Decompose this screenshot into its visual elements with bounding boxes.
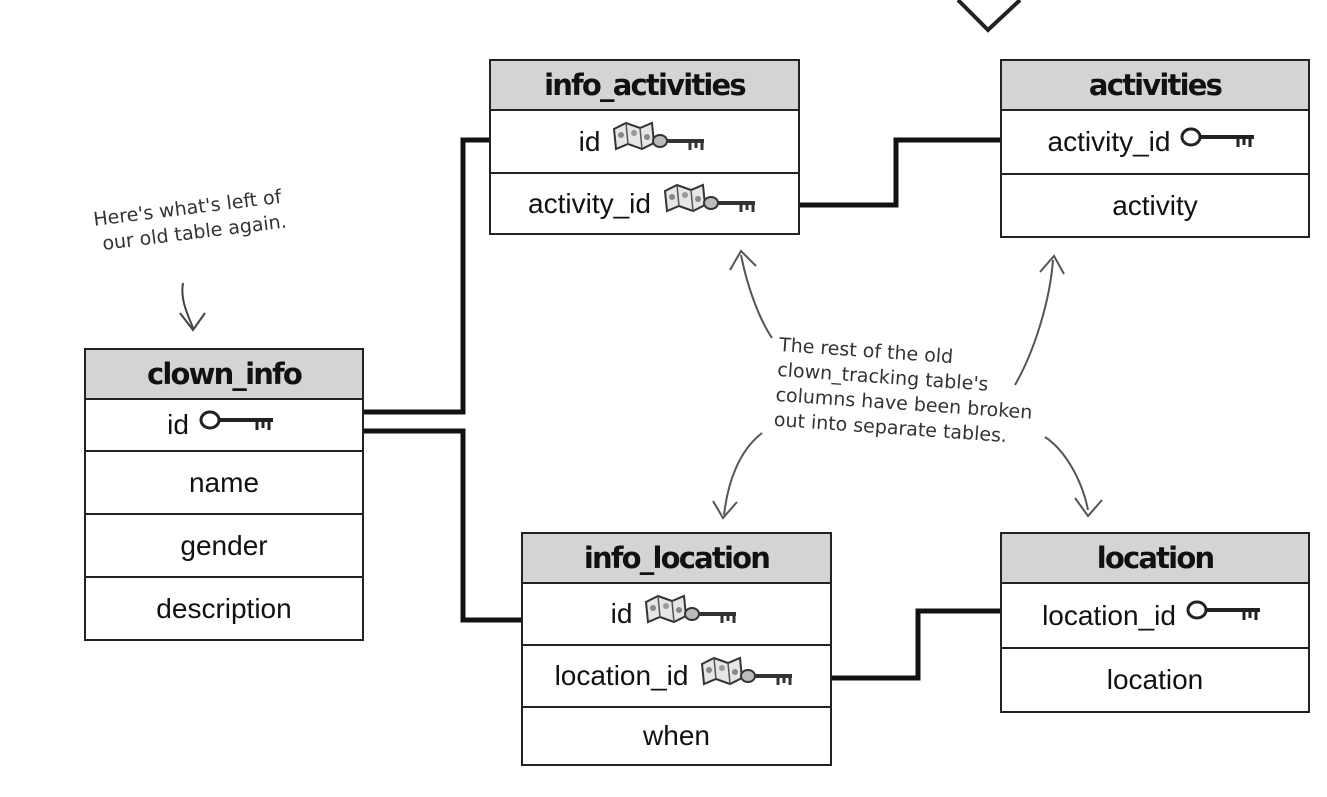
column-name: id: [610, 598, 633, 629]
map-key-icon: [610, 121, 710, 162]
column-name: name: [188, 466, 260, 498]
note-arrow-head-info-location: [712, 500, 738, 520]
map-key-icon: [698, 656, 798, 697]
column-name: when: [643, 720, 710, 751]
column-name: activity: [1112, 189, 1198, 221]
table-row-description: description: [86, 578, 362, 639]
table-activities: activities activity_id activity: [1000, 59, 1310, 238]
note-broken-out: The rest of the old clown_tracking table…: [773, 333, 1037, 451]
key-icon: [1186, 599, 1268, 632]
map-key-icon: [642, 594, 742, 635]
note-arrow-down-left: [181, 282, 194, 329]
table-row-id: id: [491, 111, 798, 174]
key-icon: [1180, 126, 1262, 159]
table-row-location: location: [1002, 649, 1308, 711]
table-row-id: id: [523, 584, 830, 646]
table-row-name: name: [86, 452, 362, 515]
line-location-to-info-location: [823, 608, 1018, 681]
table-info-location: info_location id location_id when: [521, 532, 832, 766]
column-name: activity_id: [528, 187, 651, 219]
column-name: location: [1106, 664, 1204, 695]
table-title: location: [1002, 534, 1308, 584]
table-row-gender: gender: [86, 515, 362, 578]
table-clown-info: clown_info id name gender description: [84, 348, 364, 641]
table-row-activity-id: activity_id: [491, 174, 798, 233]
key-icon: [199, 409, 281, 442]
table-title: activities: [1002, 61, 1308, 111]
table-row-location-id: location_id: [1002, 584, 1308, 649]
note-arrow-head-info-activities: [729, 249, 757, 271]
table-title: info_location: [523, 534, 830, 584]
column-name: description: [156, 592, 292, 624]
table-row-location-id: location_id: [523, 646, 830, 708]
note-arrow-down-info-location: [723, 432, 763, 516]
column-name: location_id: [1042, 599, 1176, 631]
note-arrow-up-info-activities: [740, 254, 773, 339]
line-activities-to-info-activities: [790, 137, 1022, 208]
map-key-icon: [661, 183, 761, 224]
table-location: location location_id location: [1000, 532, 1310, 713]
table-title: clown_info: [86, 350, 362, 400]
table-row-id: id: [86, 400, 362, 452]
note-arrow-head-left: [179, 312, 206, 332]
top-arrow-shape: [956, 0, 1022, 33]
table-title: info_activities: [491, 61, 798, 111]
column-name: location_id: [554, 660, 689, 691]
table-row-when: when: [523, 708, 830, 764]
line-clown-to-info-location: [342, 428, 531, 623]
note-arrow-head-location: [1074, 497, 1103, 518]
column-name: id: [167, 409, 189, 440]
column-name: id: [578, 125, 601, 157]
table-row-activity: activity: [1002, 175, 1308, 236]
column-name: activity_id: [1047, 126, 1171, 157]
table-info-activities: info_activities id activity_id: [489, 59, 800, 235]
table-row-activity-id: activity_id: [1002, 111, 1308, 175]
note-arrow-up-activities: [1014, 259, 1054, 386]
note-arrow-head-activities: [1039, 254, 1065, 275]
note-arrow-down-location: [1044, 436, 1089, 511]
line-clown-to-info-activities: [342, 137, 497, 415]
column-name: gender: [180, 529, 268, 561]
